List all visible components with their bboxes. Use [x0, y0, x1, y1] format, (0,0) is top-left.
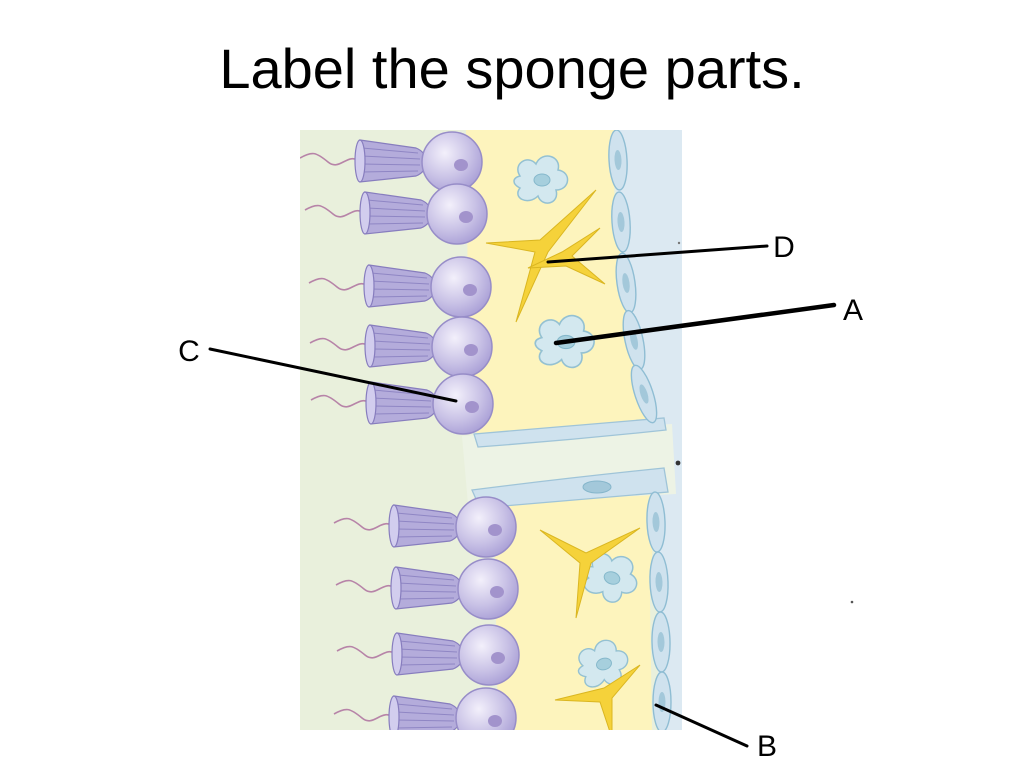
outer-cell	[652, 671, 672, 730]
spicule	[539, 527, 641, 619]
stray-mark	[675, 460, 681, 466]
leader-line-b	[654, 703, 749, 748]
label-a: A	[843, 294, 863, 327]
middle-layer-lower	[494, 492, 655, 730]
pore-cell-lower	[471, 467, 669, 509]
leader-line-a	[553, 302, 837, 346]
label-d: D	[773, 231, 795, 264]
spicule	[554, 664, 641, 730]
pore-cell-upper	[473, 417, 667, 448]
stray-mark	[677, 241, 681, 245]
sponge-diagram	[300, 130, 682, 730]
outer-cell	[650, 611, 672, 673]
pore-cell-nucleus	[582, 480, 612, 494]
label-b: B	[757, 730, 777, 763]
spicule	[485, 189, 597, 323]
leader-line-c	[208, 347, 458, 403]
middle-layer-upper	[466, 130, 650, 438]
label-c: C	[178, 335, 200, 368]
leader-line-d	[546, 244, 769, 264]
spicule	[527, 227, 606, 285]
stray-mark	[850, 600, 854, 604]
slide-title: Label the sponge parts.	[219, 37, 804, 100]
